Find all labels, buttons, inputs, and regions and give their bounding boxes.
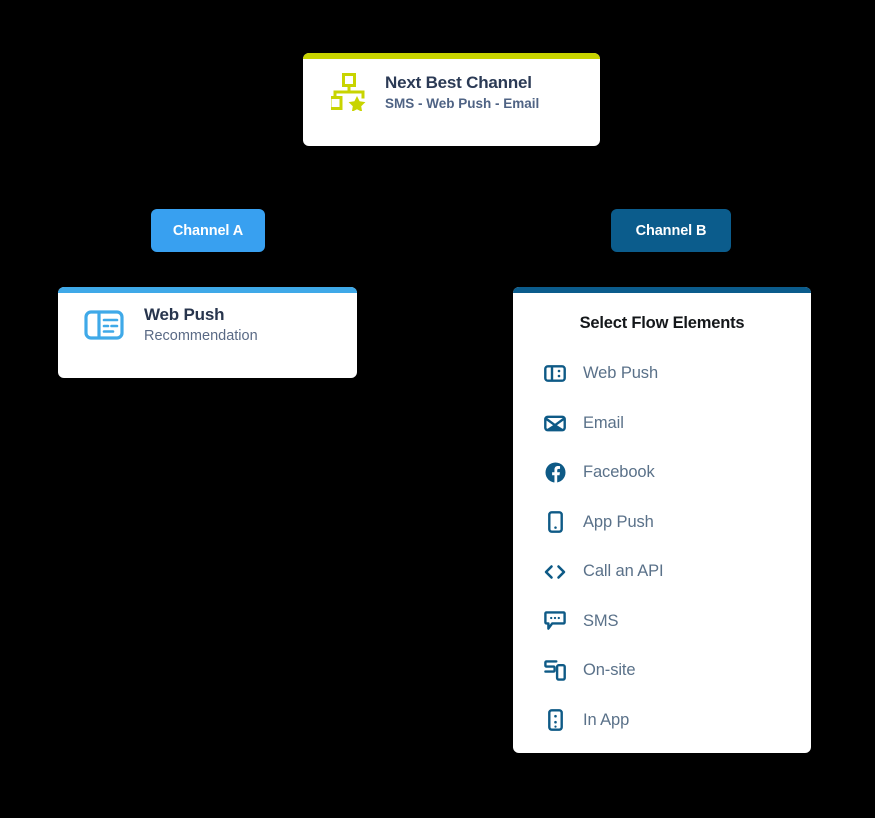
web-push-title: Web Push [144, 305, 225, 324]
flow-item-sms[interactable]: SMS [544, 597, 811, 647]
flow-item-label: SMS [583, 611, 619, 630]
web-push-node[interactable]: Web Push Recommendation [58, 287, 357, 378]
flow-item-label: On-site [583, 661, 636, 680]
flow-elements-list: Web Push Email [513, 349, 811, 745]
facebook-icon [544, 462, 566, 484]
flow-item-call-an-api[interactable]: Call an API [544, 547, 811, 597]
panel-accent-bar [513, 287, 811, 293]
next-best-channel-node[interactable]: Next Best Channel SMS - Web Push - Email [303, 53, 600, 146]
node-accent-bar [58, 287, 357, 293]
on-site-screens-icon [544, 660, 566, 682]
web-push-icon [84, 310, 124, 340]
channel-b-label: Channel B [635, 222, 707, 239]
flow-item-label: App Push [583, 512, 654, 531]
hierarchy-star-icon [331, 73, 367, 112]
node-title: Next Best Channel [385, 73, 532, 92]
web-push-icon [544, 363, 566, 385]
flow-item-in-app[interactable]: In App [544, 696, 811, 746]
web-push-subtitle: Recommendation [144, 327, 258, 344]
flow-item-label: Email [583, 413, 624, 432]
flow-item-label: Web Push [583, 364, 659, 383]
node-accent-bar [303, 53, 600, 59]
flow-item-on-site[interactable]: On-site [544, 646, 811, 696]
flow-item-label: Call an API [583, 562, 664, 581]
branch-label-channel-b[interactable]: Channel B [611, 209, 731, 252]
flow-item-app-push[interactable]: App Push [544, 498, 811, 548]
mobile-phone-icon [544, 511, 566, 534]
flow-item-label: Facebook [583, 463, 655, 482]
branch-label-channel-a[interactable]: Channel A [151, 209, 265, 252]
flow-item-facebook[interactable]: Facebook [544, 448, 811, 498]
flow-item-label: In App [583, 710, 630, 729]
flow-item-web-push[interactable]: Web Push [544, 349, 811, 399]
envelope-icon [544, 412, 566, 434]
panel-heading: Select Flow Elements [579, 314, 745, 332]
in-app-phone-icon [544, 709, 566, 732]
channel-a-label: Channel A [172, 222, 244, 239]
flow-item-email[interactable]: Email [544, 399, 811, 449]
speech-bubble-icon [544, 610, 566, 632]
code-brackets-icon [544, 561, 566, 583]
select-flow-elements-panel: Select Flow Elements Web Push [513, 287, 811, 753]
node-subtitle: SMS - Web Push - Email [385, 95, 540, 111]
